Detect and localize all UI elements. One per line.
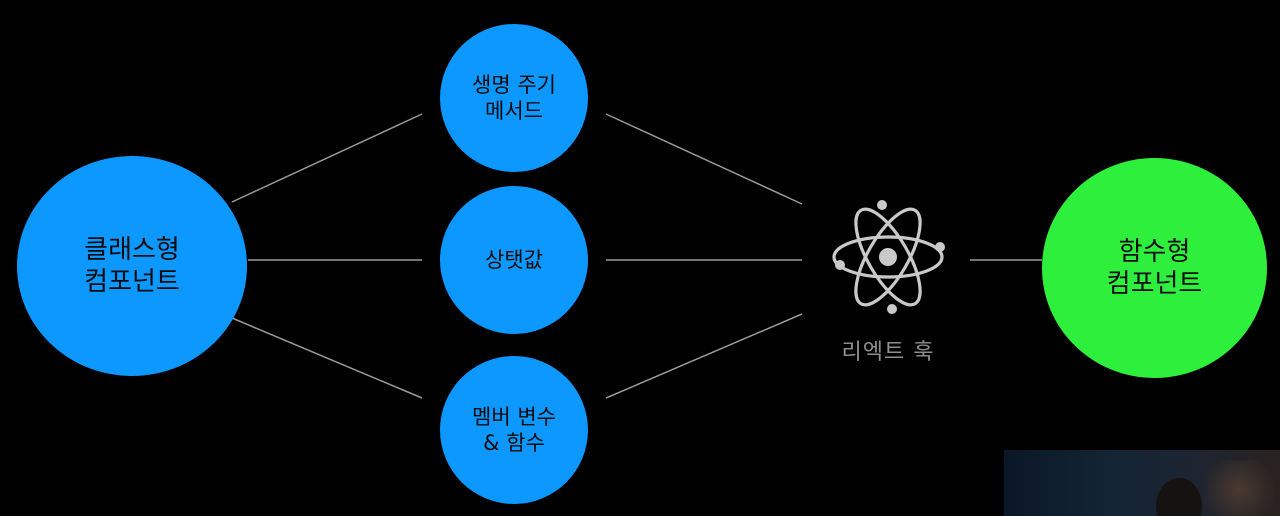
speaker-silhouette: [1156, 478, 1202, 516]
function-component-node: 함수형 컴포넌트: [1042, 158, 1267, 378]
lifecycle-methods-node: 생명 주기 메서드: [440, 24, 588, 172]
react-hooks-label: 리엑트 훅: [841, 340, 935, 365]
function-component-line2: 컴포넌트: [1106, 269, 1203, 299]
speaker-video-overlay: [1004, 450, 1280, 516]
react-atom-icon: [832, 200, 945, 314]
state-value-label: 상탯값: [485, 247, 543, 272]
lifecycle-methods-line1: 생명 주기: [472, 72, 556, 97]
function-component-line1: 함수형: [1118, 236, 1191, 267]
member-vars-funcs-line2: & 함수: [483, 431, 545, 455]
edge-member-to-hooks: [605, 313, 803, 399]
edge-lifecycle-to-hooks: [605, 113, 803, 205]
member-vars-funcs-node: 멤버 변수 & 함수: [440, 356, 588, 504]
class-component-line2: 컴포넌트: [84, 267, 180, 297]
class-component-node: 클래스형 컴포넌트: [17, 156, 247, 376]
edge-class-to-member: [231, 317, 423, 399]
class-component-line1: 클래스형: [84, 234, 180, 265]
edge-class-to-lifecycle: [231, 113, 423, 203]
member-vars-funcs-line1: 멤버 변수: [472, 404, 556, 429]
react-hooks-group: 리엑트 훅: [818, 196, 958, 366]
lifecycle-methods-line2: 메서드: [485, 99, 543, 123]
state-value-node: 상탯값: [440, 186, 588, 334]
